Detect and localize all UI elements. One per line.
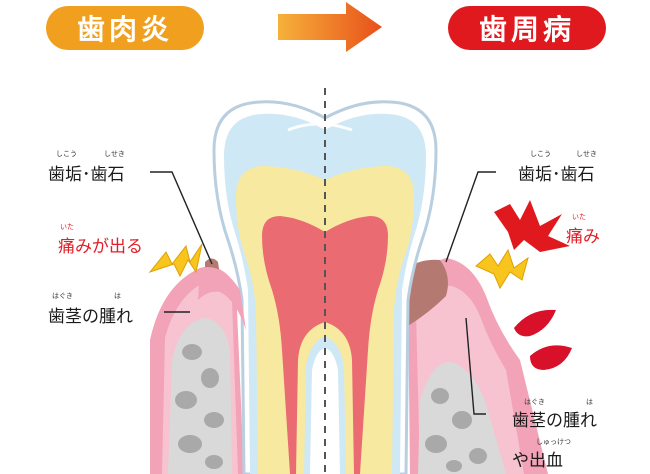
- left-plaque-ruby-1: しこう: [56, 150, 77, 158]
- left-pain-ruby: いた: [60, 223, 74, 231]
- left-plaque-label: 歯垢･歯石: [48, 165, 125, 185]
- periodontitis-title: 歯周病: [448, 6, 606, 50]
- left-plaque-ruby-2: しせき: [104, 150, 125, 158]
- pain-spark-icon-right-red: [494, 200, 570, 252]
- left-pain-label: 痛みが出る: [58, 237, 143, 257]
- right-gum-label: 歯茎の腫れ: [512, 411, 597, 431]
- gingivitis-title: 歯肉炎: [46, 6, 204, 50]
- right-plaque-label: 歯垢･歯石: [518, 165, 595, 185]
- blood-drop-icons: [514, 309, 572, 370]
- pain-spark-icon-right-yellow: [475, 248, 529, 290]
- left-gum-ruby-2: は: [114, 292, 121, 300]
- right-gum-bone: [402, 258, 548, 474]
- right-gum-ruby-1: はぐき: [524, 398, 545, 406]
- right-gum-ruby-2: は: [586, 398, 593, 406]
- right-pain-label: 痛み: [566, 227, 600, 247]
- right-bleed-label: や出血: [512, 451, 563, 471]
- left-gum-ruby-1: はぐき: [52, 292, 73, 300]
- arrow-icon: [278, 2, 382, 52]
- leader-lines: [150, 171, 496, 415]
- right-bleed-ruby: しゅっけつ: [536, 438, 571, 446]
- pain-spark-icon-left: [148, 243, 203, 278]
- right-plaque-ruby-2: しせき: [576, 150, 597, 158]
- left-gum-bone: [150, 258, 244, 474]
- right-pain-ruby: いた: [572, 213, 586, 221]
- left-gum-label: 歯茎の腫れ: [48, 307, 133, 327]
- right-plaque-ruby-1: しこう: [530, 150, 551, 158]
